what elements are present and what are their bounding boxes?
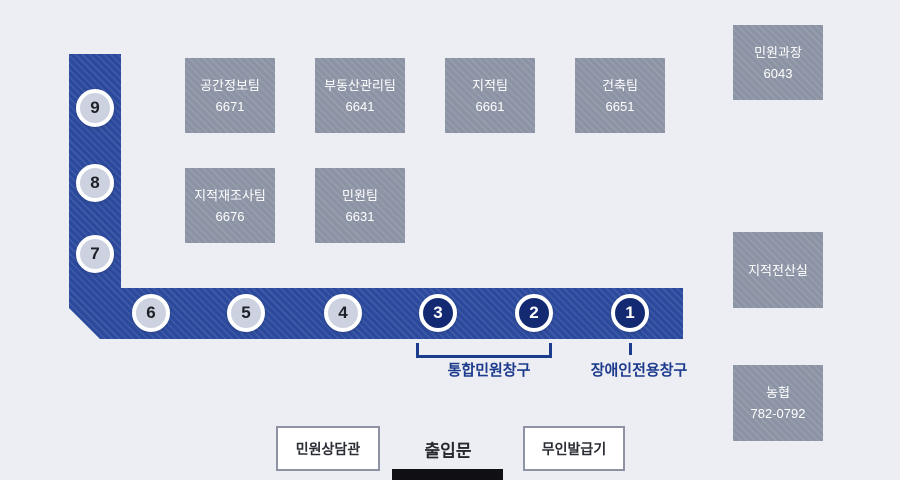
room-number: 6676: [215, 208, 245, 224]
kiosk-label: 무인발급기: [541, 440, 607, 457]
room-cadastral-resurvey-team: 지적재조사팀 6676: [185, 168, 275, 243]
room-name: 지적전산실: [748, 262, 808, 278]
room-number: 6631: [345, 208, 375, 224]
room-name: 부동산관리팀: [324, 77, 396, 93]
room-number: 6671: [215, 98, 245, 114]
room-name: 민원팀: [342, 187, 378, 203]
room-number: 6661: [475, 98, 505, 114]
consult-room-label: 민원상담관: [295, 440, 361, 457]
room-cadastral-computing-room: 지적전산실: [733, 232, 823, 308]
room-cadastral-team: 지적팀 6661: [445, 58, 535, 133]
counter-window-4: 4: [324, 294, 362, 332]
disabled-window-tick: [629, 343, 632, 355]
room-architecture-team: 건축팀 6651: [575, 58, 665, 133]
counter-window-3: 3: [419, 294, 457, 332]
counter-window-1: 1: [611, 294, 649, 332]
room-nonghyup-bank: 농협 782-0792: [733, 365, 823, 441]
room-name: 공간정보팀: [200, 77, 260, 93]
room-name: 지적팀: [472, 77, 508, 93]
integrated-windows-label: 통합민원창구: [447, 362, 531, 379]
room-name: 지적재조사팀: [194, 187, 266, 203]
room-civil-affairs-chief: 민원과장 6043: [733, 25, 823, 100]
room-real-estate-mgmt-team: 부동산관리팀 6641: [315, 58, 405, 133]
consult-room-box: 민원상담관: [276, 426, 380, 471]
room-spatial-info-team: 공간정보팀 6671: [185, 58, 275, 133]
room-number: 6641: [345, 98, 375, 114]
room-number: 6043: [763, 65, 793, 81]
kiosk-box: 무인발급기: [523, 426, 625, 471]
counter-window-9: 9: [76, 89, 114, 127]
counter-window-7: 7: [76, 235, 114, 273]
room-number: 6651: [605, 98, 635, 114]
counter-window-2: 2: [515, 294, 553, 332]
room-number: 782-0792: [750, 406, 806, 421]
room-name: 농협: [766, 385, 790, 400]
disabled-window-label: 장애인전용창구: [590, 362, 688, 379]
counter-window-8: 8: [76, 164, 114, 202]
counter-window-5: 5: [227, 294, 265, 332]
room-name: 민원과장: [754, 44, 802, 60]
entrance-label: 출입문: [424, 441, 472, 461]
entrance-door-bar: [392, 469, 503, 480]
room-civil-service-team: 민원팀 6631: [315, 168, 405, 243]
room-name: 건축팀: [602, 77, 638, 93]
integrated-windows-bracket: [416, 343, 552, 358]
counter-window-6: 6: [132, 294, 170, 332]
